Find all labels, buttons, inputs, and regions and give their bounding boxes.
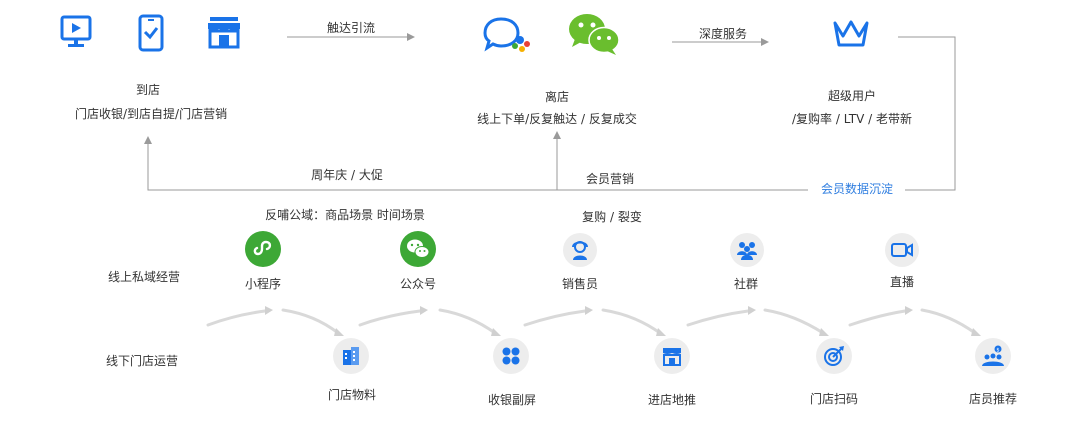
offline-item-label: 收银副屏 — [487, 393, 536, 407]
arrow-deep-service-label: 深度服务 — [698, 27, 747, 41]
super-user-desc: /复购率 / LTV / 老带新 — [792, 112, 912, 126]
target-icon — [816, 338, 852, 374]
wechat-icon — [567, 12, 621, 56]
offstore-title: 离店 — [544, 90, 569, 104]
instore-desc: 门店收银/到店自提/门店营销 — [75, 107, 228, 121]
store-icon — [207, 15, 241, 49]
monitor-icon — [60, 15, 92, 49]
salesperson-icon — [563, 233, 597, 267]
staff-icon: $ — [975, 338, 1011, 374]
loop-line — [898, 36, 956, 191]
phone-check-icon — [138, 14, 164, 52]
crown-icon — [832, 18, 870, 48]
chat-bubble-icon — [483, 16, 531, 54]
offline-item-label: 门店扫码 — [809, 392, 858, 406]
mini-program-icon — [245, 231, 281, 267]
member-marketing-label: 会员营销 — [585, 172, 634, 186]
instore-title: 到店 — [135, 83, 160, 97]
arrow-reach-label: 触达引流 — [326, 21, 375, 35]
grid-icon — [493, 338, 529, 374]
online-item-label: 销售员 — [561, 277, 598, 291]
anniversary-label: 周年庆 / 大促 — [311, 168, 383, 182]
offstore-desc: 线上下单/反复触达 / 反复成交 — [477, 112, 637, 126]
wechat-icon — [400, 231, 436, 267]
online-item-label: 直播 — [889, 275, 914, 289]
online-item-label: 社群 — [733, 277, 758, 291]
feedback-label: 反哺公域：商品场景 时间场景 — [265, 208, 425, 222]
super-user-title: 超级用户 — [827, 89, 876, 103]
offline-row-label: 线下门店运营 — [106, 354, 179, 368]
building-icon — [333, 338, 369, 374]
online-item-label: 小程序 — [244, 277, 281, 291]
member-data-label: 会员数据沉淀 — [820, 182, 893, 196]
store-icon — [654, 338, 690, 374]
offline-item-label: 门店物料 — [327, 388, 376, 402]
community-icon — [730, 233, 764, 267]
loop-line-bottom — [144, 136, 808, 191]
offline-item-label: 店员推荐 — [968, 392, 1017, 406]
offline-item-label: 进店地推 — [647, 393, 696, 407]
svg-text:$: $ — [996, 348, 999, 354]
online-row-label: 线上私域经营 — [108, 270, 181, 284]
zigzag-arrows — [206, 308, 977, 335]
online-item-label: 公众号 — [399, 277, 436, 291]
live-video-icon — [885, 233, 919, 267]
repurchase-label: 复购 / 裂变 — [582, 210, 642, 224]
